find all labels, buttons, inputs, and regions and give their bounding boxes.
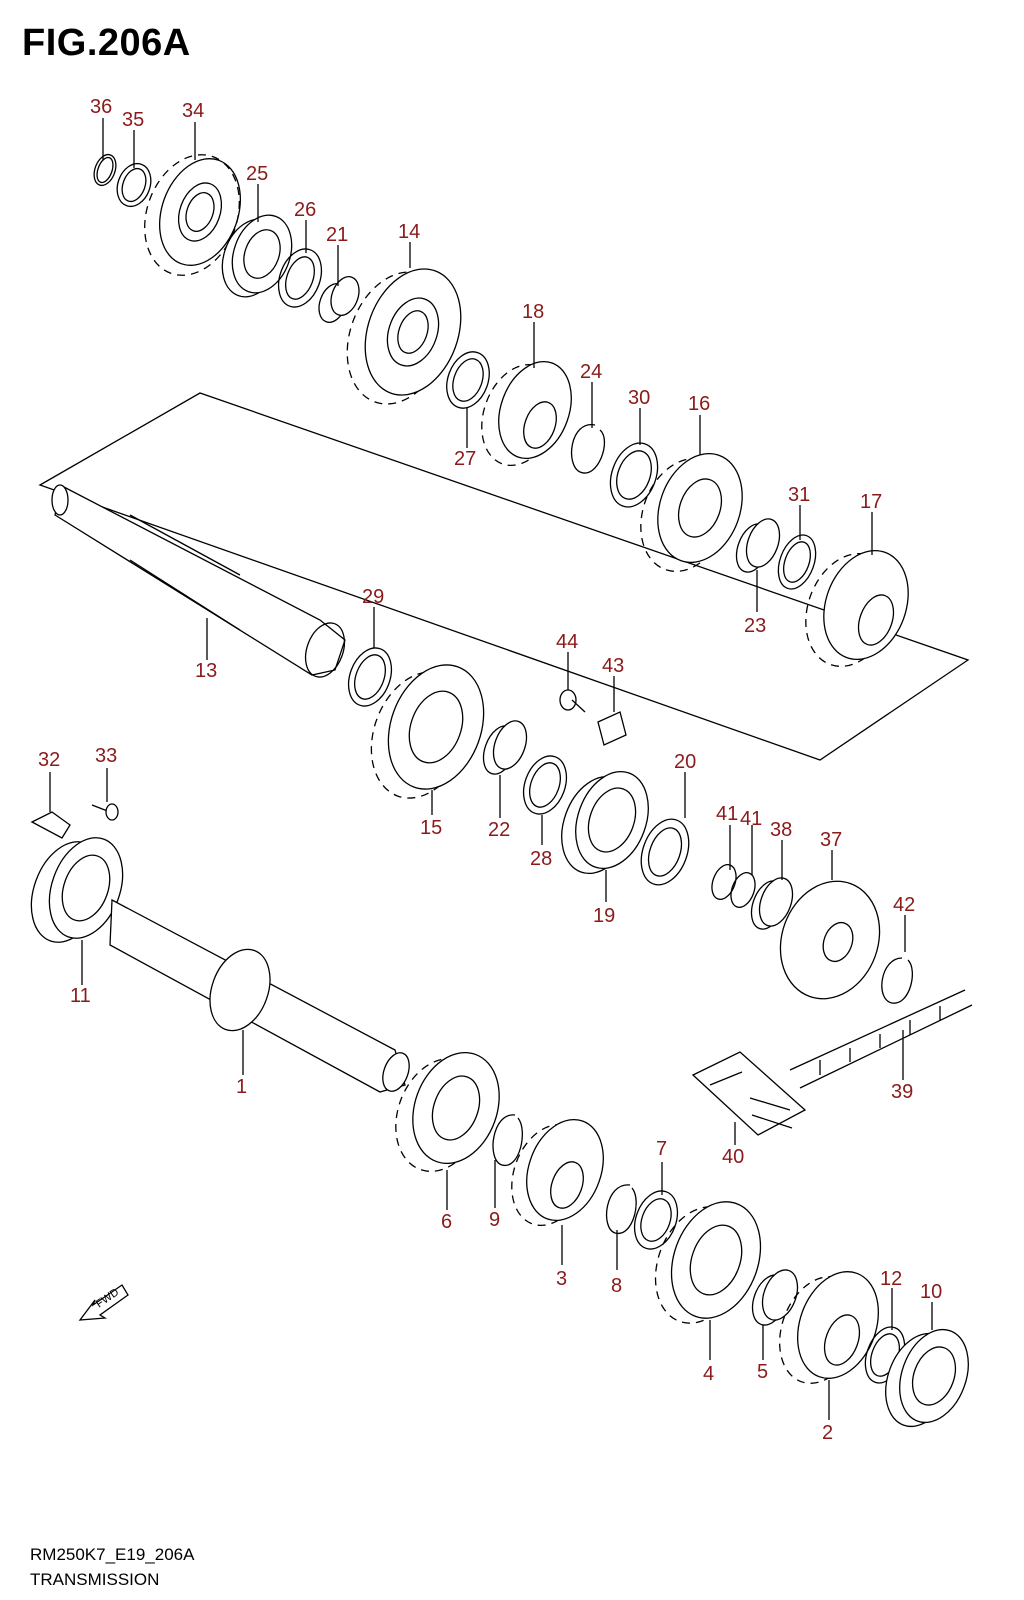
label-7[interactable]: 7 <box>656 1138 667 1160</box>
label-22[interactable]: 22 <box>488 819 510 841</box>
part-32-retainer[interactable] <box>30 811 71 839</box>
label-24[interactable]: 24 <box>580 361 602 383</box>
part-27-washer[interactable] <box>439 346 496 414</box>
label-1[interactable]: 1 <box>236 1076 247 1098</box>
part-17-gear[interactable] <box>791 539 923 679</box>
part-9-circlip[interactable] <box>492 1114 523 1166</box>
label-9[interactable]: 9 <box>489 1209 500 1231</box>
label-6[interactable]: 6 <box>441 1211 452 1233</box>
part-22-bushing[interactable] <box>477 716 532 778</box>
figure-code: RM250K7_E19_206A <box>30 1545 195 1564</box>
label-29[interactable]: 29 <box>362 586 384 608</box>
label-34[interactable]: 34 <box>182 100 204 122</box>
figure-title: FIG.206A <box>22 22 191 64</box>
part-8-circlip[interactable] <box>605 1184 637 1234</box>
label-20[interactable]: 20 <box>674 751 696 773</box>
label-2[interactable]: 2 <box>822 1422 833 1444</box>
label-19[interactable]: 19 <box>593 905 615 927</box>
part-41-o-ring-a[interactable] <box>708 861 741 902</box>
part-19-bearing[interactable] <box>549 761 661 883</box>
label-37[interactable]: 37 <box>820 829 842 851</box>
countershaft-group-outline <box>38 392 970 761</box>
label-10[interactable]: 10 <box>920 1281 942 1303</box>
part-34-gear[interactable] <box>129 141 256 288</box>
part-28-washer[interactable] <box>516 750 574 820</box>
label-28[interactable]: 28 <box>530 848 552 870</box>
part-33-screw[interactable] <box>91 803 119 821</box>
label-25[interactable]: 25 <box>246 163 268 185</box>
label-32[interactable]: 32 <box>38 749 60 771</box>
label-39[interactable]: 39 <box>891 1081 913 1103</box>
part-42-circlip[interactable] <box>881 957 913 1004</box>
part-26-washer[interactable] <box>271 243 329 313</box>
label-14[interactable]: 14 <box>398 221 420 243</box>
part-36-circlip[interactable] <box>90 152 120 189</box>
part-21-bushing[interactable] <box>314 273 364 326</box>
part-13-countershaft[interactable] <box>51 484 351 682</box>
label-11[interactable]: 11 <box>70 985 91 1007</box>
part-31-washer[interactable] <box>771 530 822 594</box>
label-5[interactable]: 5 <box>757 1361 768 1383</box>
label-42[interactable]: 42 <box>893 894 915 916</box>
part-29-washer[interactable] <box>341 642 399 712</box>
label-41-a[interactable]: 41 <box>716 803 738 825</box>
part-39-drive-chain[interactable] <box>789 989 973 1089</box>
part-24-circlip[interactable] <box>570 424 606 474</box>
part-18-gear[interactable] <box>468 351 584 476</box>
label-44[interactable]: 44 <box>556 631 578 653</box>
label-43[interactable]: 43 <box>602 655 624 677</box>
label-33[interactable]: 33 <box>95 745 117 767</box>
label-3[interactable]: 3 <box>556 1268 567 1290</box>
part-20-oil-seal[interactable] <box>633 813 698 892</box>
part-40-chain-joint[interactable] <box>691 1051 807 1136</box>
label-21[interactable]: 21 <box>326 224 348 246</box>
label-23[interactable]: 23 <box>744 615 766 637</box>
label-8[interactable]: 8 <box>611 1275 622 1297</box>
label-12[interactable]: 12 <box>880 1268 902 1290</box>
part-16-gear[interactable] <box>626 442 757 584</box>
part-41-o-ring-b[interactable] <box>727 869 760 910</box>
label-26[interactable]: 26 <box>294 199 316 221</box>
label-41-b[interactable]: 41 <box>740 808 762 830</box>
part-43-retainer[interactable] <box>597 711 627 746</box>
label-15[interactable]: 15 <box>420 817 442 839</box>
part-2-gear[interactable] <box>765 1260 892 1394</box>
part-44-screw[interactable] <box>559 689 586 713</box>
fwd-arrow-icon: FWD <box>78 1284 129 1321</box>
label-13[interactable]: 13 <box>195 660 217 682</box>
label-36[interactable]: 36 <box>90 96 112 118</box>
figure-caption: TRANSMISSION <box>30 1570 160 1589</box>
label-4[interactable]: 4 <box>703 1363 714 1385</box>
part-3-gear[interactable] <box>498 1109 616 1236</box>
label-30[interactable]: 30 <box>628 387 650 409</box>
label-38[interactable]: 38 <box>770 819 792 841</box>
part-30-washer[interactable] <box>602 436 666 513</box>
part-23-bushing[interactable] <box>730 514 785 576</box>
part-6-gear[interactable] <box>381 1040 514 1183</box>
part-35-washer[interactable] <box>111 159 156 211</box>
part-1-driveshaft[interactable] <box>109 898 414 1095</box>
part-37-sprocket[interactable] <box>764 867 895 1013</box>
label-35[interactable]: 35 <box>122 109 144 131</box>
label-40[interactable]: 40 <box>722 1146 744 1168</box>
part-15-gear[interactable] <box>355 651 501 811</box>
label-16[interactable]: 16 <box>688 393 710 415</box>
part-38-spacer[interactable] <box>745 873 798 933</box>
part-4-gear[interactable] <box>640 1189 776 1335</box>
part-10-bearing[interactable] <box>874 1320 981 1436</box>
label-31[interactable]: 31 <box>788 484 810 506</box>
label-17[interactable]: 17 <box>860 491 882 513</box>
part-11-bearing[interactable] <box>18 828 135 953</box>
part-14-gear[interactable] <box>330 256 478 419</box>
part-25-bearing[interactable] <box>212 207 302 305</box>
part-labels: 36 35 34 25 26 21 14 18 24 27 30 16 31 1… <box>38 96 942 1444</box>
label-27[interactable]: 27 <box>454 448 476 470</box>
label-18[interactable]: 18 <box>522 301 544 323</box>
